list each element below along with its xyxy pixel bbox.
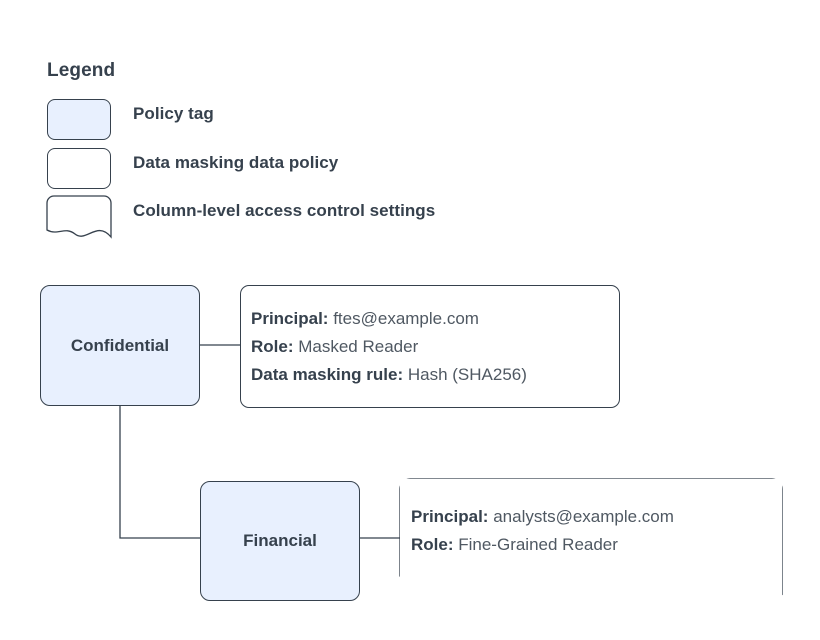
info-box-financial-settings: Principal: analysts@example.com Role: Fi…	[400, 479, 782, 595]
info-key-masking-rule: Data masking rule:	[251, 365, 404, 384]
legend-label-column-settings: Column-level access control settings	[133, 201, 436, 220]
policy-tag-swatch	[47, 99, 111, 140]
info-line-role-financial: Role: Fine-Grained Reader	[411, 531, 774, 559]
data-policy-swatch	[47, 148, 111, 189]
info-key-principal: Principal:	[251, 309, 329, 328]
info-box-confidential-lines: Principal: ftes@example.com Role: Masked…	[251, 305, 611, 389]
info-line-principal: Principal: ftes@example.com	[251, 305, 611, 333]
info-key-principal-financial: Principal:	[411, 507, 489, 526]
info-line-masking-rule: Data masking rule: Hash (SHA256)	[251, 361, 611, 389]
info-value-role-financial: Fine-Grained Reader	[458, 535, 618, 554]
legend-label-policy-tag: Policy tag	[133, 104, 214, 123]
info-line-principal-financial: Principal: analysts@example.com	[411, 503, 774, 531]
info-value-principal: ftes@example.com	[333, 309, 479, 328]
info-value-masking-rule: Hash (SHA256)	[407, 365, 527, 384]
node-confidential[interactable]: Confidential	[40, 285, 200, 406]
info-key-role: Role:	[251, 337, 294, 356]
legend-label-data-policy: Data masking data policy	[133, 153, 339, 172]
column-settings-swatch-shape	[46, 195, 112, 239]
info-box-confidential-policy: Principal: ftes@example.com Role: Masked…	[240, 285, 620, 408]
info-box-financial-lines: Principal: analysts@example.com Role: Fi…	[411, 503, 774, 559]
info-key-role-financial: Role:	[411, 535, 454, 554]
node-financial[interactable]: Financial	[200, 481, 360, 601]
node-confidential-label: Confidential	[70, 335, 170, 355]
info-value-principal-financial: analysts@example.com	[493, 507, 674, 526]
edge-confidential-to-financial	[119, 406, 200, 539]
legend-title: Legend	[47, 60, 116, 81]
column-settings-swatch	[47, 196, 113, 240]
info-value-role: Masked Reader	[298, 337, 419, 356]
info-line-role: Role: Masked Reader	[251, 333, 611, 361]
node-financial-label: Financial	[243, 531, 317, 550]
